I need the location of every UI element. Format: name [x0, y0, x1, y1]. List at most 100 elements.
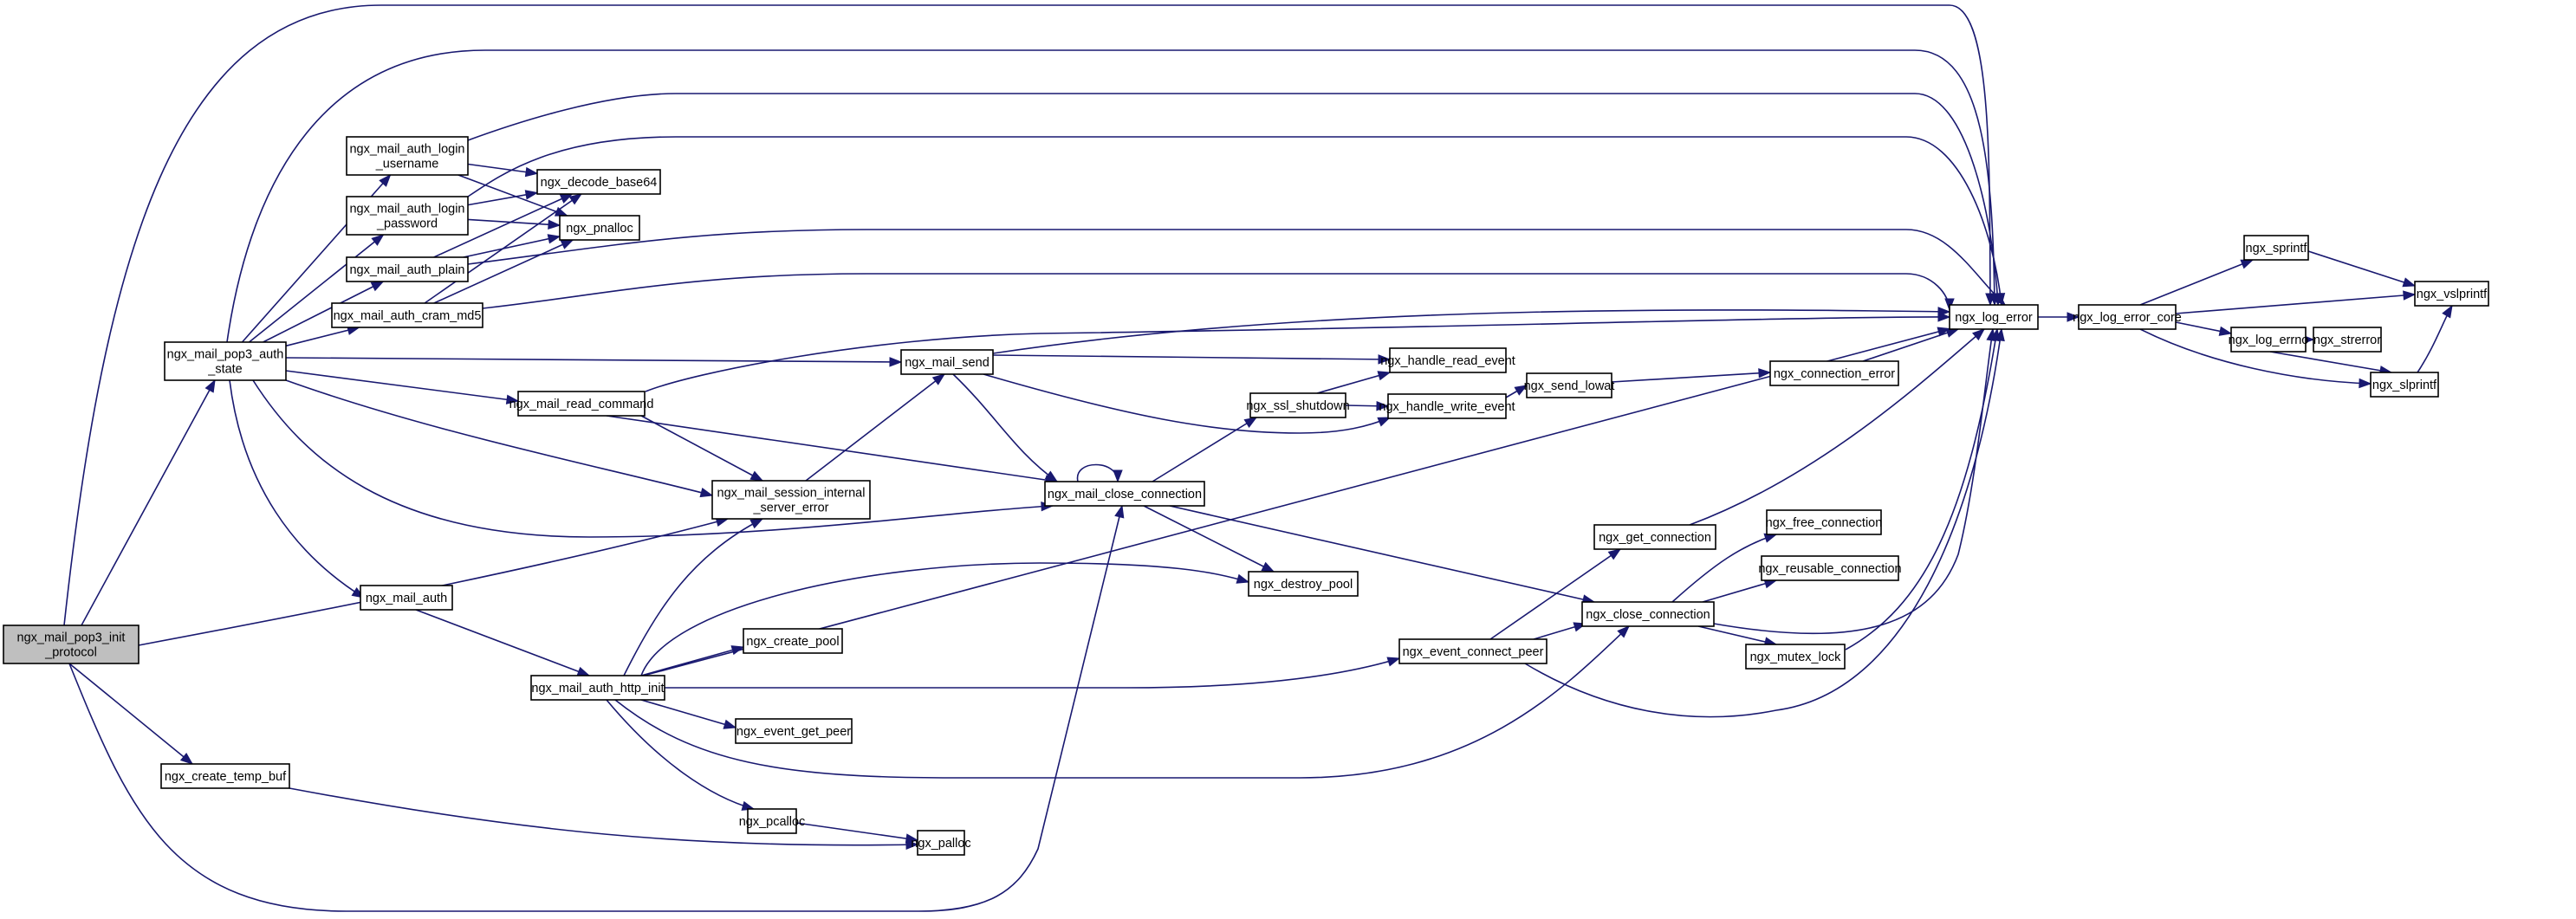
edge-read_cmd-to-mail_close [606, 415, 1059, 485]
arrowhead-icon [1114, 504, 1125, 519]
node-mail-auth[interactable]: ngx_mail_auth [360, 585, 453, 611]
node-conn-error[interactable]: ngx_connection_error [1769, 360, 1899, 386]
node-label: ngx_mail_read_command [509, 398, 654, 411]
node-box [1248, 571, 1359, 597]
node-pnalloc[interactable]: ngx_pnalloc [559, 215, 640, 241]
node-box [2243, 235, 2309, 261]
edge-mail_auth-to-http_init [415, 609, 591, 676]
edge-line [415, 609, 590, 676]
node-label: _username [375, 158, 439, 172]
edge-line [226, 49, 1995, 343]
edge-line [424, 193, 582, 304]
node-temp-buf[interactable]: ngx_create_temp_buf [160, 763, 290, 789]
node-sprintf[interactable]: ngx_sprintf [2243, 235, 2309, 261]
node-login-pass[interactable]: ngx_mail_auth_login_password [346, 196, 469, 236]
node-box [530, 675, 665, 701]
edge-auth_plain-to-decode_b64 [433, 193, 574, 258]
edge-login_pass-to-decode_b64 [467, 190, 539, 206]
node-label: ngx_mail_pop3_init [17, 631, 126, 645]
node-decode-b64[interactable]: ngx_decode_base64 [536, 169, 661, 195]
node-write-event[interactable]: ngx_handle_write_event [1379, 393, 1515, 419]
arrowhead-icon [2403, 290, 2417, 301]
node-label: ngx_slprintf [2372, 379, 2437, 392]
arrowhead-icon [699, 488, 714, 498]
edge-line [249, 234, 384, 343]
node-get-conn[interactable]: ngx_get_connection [1593, 524, 1716, 550]
arrowhead-icon [2218, 326, 2233, 336]
arrowhead-icon [548, 219, 561, 230]
node-init[interactable]: ngx_mail_pop3_init_protocol [3, 625, 140, 664]
arrowhead-icon [560, 239, 574, 249]
arrowhead-icon [1617, 625, 1631, 638]
node-mail-send[interactable]: ngx_mail_send [900, 349, 994, 375]
edge-get_conn-to-log_error [1689, 328, 1986, 526]
edge-line [640, 646, 744, 676]
node-label: ngx_mail_session_internal [717, 487, 866, 501]
edge-sess_err-to-mail_send [805, 373, 946, 482]
arrowhead-icon [749, 470, 764, 482]
node-cram-md5[interactable]: ngx_mail_auth_cram_md5 [331, 302, 483, 328]
node-label: ngx_mail_send [905, 356, 990, 370]
node-palloc[interactable]: ngx_palloc [911, 830, 971, 856]
node-label: ngx_close_connection [1586, 608, 1710, 622]
arrowhead-icon [723, 719, 737, 729]
node-box [346, 196, 469, 236]
node-log-error[interactable]: ngx_log_error [1949, 304, 2039, 330]
node-mail-close[interactable]: ngx_mail_close_connection [1044, 481, 1205, 507]
node-vslprintf[interactable]: ngx_vslprintf [2414, 281, 2489, 307]
edge-line [252, 379, 1054, 538]
node-box [164, 341, 287, 381]
node-box [2370, 372, 2439, 398]
node-auth-state[interactable]: ngx_mail_pop3_auth_state [164, 341, 287, 381]
node-label: ngx_event_connect_peer [1403, 645, 1544, 659]
edge-auth_state-to-sess_err [285, 379, 714, 498]
edge-read_cmd-to-log_error [645, 312, 1951, 392]
node-connect-peer[interactable]: ngx_event_connect_peer [1398, 638, 1548, 664]
node-free-conn[interactable]: ngx_free_connection [1766, 509, 1883, 535]
edge-http_init-to-get_peer [640, 699, 737, 729]
node-reusable-conn[interactable]: ngx_reusable_connection [1758, 555, 1902, 581]
node-strerror[interactable]: ngx_strerror [2313, 327, 2382, 353]
arrowhead-icon [568, 193, 583, 205]
edge-line [467, 136, 2002, 306]
arrowhead-icon [379, 173, 392, 187]
node-read-event[interactable]: ngx_handle_read_event [1380, 347, 1515, 373]
edge-log_error_core-to-log_errno [2175, 321, 2233, 336]
node-close-conn[interactable]: ngx_close_connection [1581, 601, 1715, 627]
node-create-pool[interactable]: ngx_create_pool [743, 628, 843, 654]
node-send-lowat[interactable]: ngx_send_lowat [1524, 372, 1615, 398]
node-login-user[interactable]: ngx_mail_auth_login_username [346, 136, 469, 176]
node-http-init[interactable]: ngx_mail_auth_http_init [530, 675, 665, 701]
arrowhead-icon [1607, 548, 1622, 560]
node-label: ngx_create_pool [746, 635, 839, 649]
node-destroy-pool[interactable]: ngx_destroy_pool [1248, 571, 1359, 597]
node-mutex-lock[interactable]: ngx_mutex_lock [1745, 644, 1846, 670]
node-label: ngx_mail_auth_cram_md5 [334, 309, 482, 323]
node-ssl-shutdown[interactable]: ngx_ssl_shutdown [1246, 392, 1350, 418]
node-pcalloc[interactable]: ngx_pcalloc [739, 808, 806, 834]
edge-line [992, 354, 1391, 360]
edge-init-to-auth_state [81, 379, 216, 626]
node-box [1769, 360, 1899, 386]
edge-auth_state-to-mail_send [285, 357, 903, 367]
node-read-cmd[interactable]: ngx_mail_read_command [509, 391, 654, 417]
node-label: _password [376, 217, 438, 231]
edge-line [2139, 328, 2372, 385]
arrowhead-icon [2067, 312, 2080, 322]
edge-line [1697, 625, 1777, 645]
arrowhead-icon [576, 666, 591, 676]
node-get-peer[interactable]: ngx_event_get_peer [735, 718, 853, 744]
node-log-error-core[interactable]: ngx_log_error_core [2073, 304, 2182, 330]
node-slprintf[interactable]: ngx_slprintf [2370, 372, 2439, 398]
arrowhead-icon [1378, 354, 1392, 365]
node-label: ngx_mail_auth_http_init [531, 682, 664, 696]
arrowhead-icon [1261, 561, 1275, 573]
edge-send_lowat-to-conn_error [1611, 368, 1772, 383]
node-auth-plain[interactable]: ngx_mail_auth_plain [346, 256, 469, 282]
edge-line [463, 236, 561, 258]
node-sess-err[interactable]: ngx_mail_session_internal_server_error [711, 480, 871, 520]
arrowhead-icon [905, 839, 919, 850]
node-log-errno[interactable]: ngx_log_errno [2229, 327, 2309, 353]
edge-line [1671, 534, 1777, 603]
